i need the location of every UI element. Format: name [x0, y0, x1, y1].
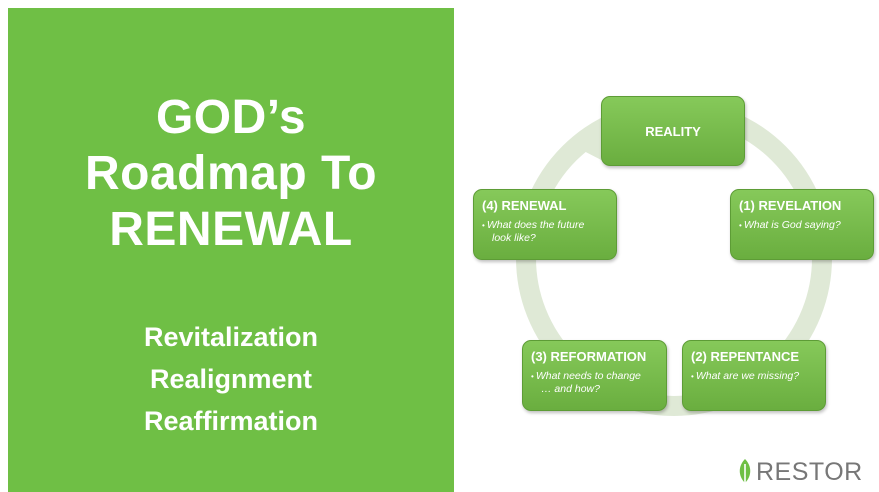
title-line-2: Roadmap To — [84, 147, 378, 200]
subtitle-reaffirmation: Reaffirmation — [143, 406, 319, 436]
leaf-icon — [739, 459, 751, 485]
logo-text: RESTOR — [756, 457, 863, 486]
revelation-question: •What is God saying? — [739, 219, 841, 231]
subtitle-realignment: Realignment — [149, 364, 313, 394]
reformation-question: •What needs to change… and how? — [531, 370, 641, 395]
page-title: GOD’s Roadmap To RENEWAL — [8, 90, 454, 258]
title-panel: GOD’s Roadmap To RENEWAL Revitalization … — [8, 8, 454, 492]
reality-box: REALITY — [601, 96, 745, 166]
repentance-box: (2) REPENTANCE •What are we missing? — [682, 340, 826, 411]
restor-logo: RESTOR — [737, 455, 863, 489]
reality-label: REALITY — [645, 123, 701, 139]
repentance-label: (2) REPENTANCE — [691, 349, 800, 364]
reformation-label: (3) REFORMATION — [531, 349, 647, 364]
bullet-icon: • — [739, 221, 742, 230]
bullet-icon: • — [691, 372, 694, 381]
title-line-3: RENEWAL — [109, 203, 353, 256]
renewal-label: (4) RENEWAL — [482, 198, 567, 213]
title-line-1: GOD’s — [155, 91, 307, 144]
bullet-icon: • — [482, 221, 485, 230]
revelation-box: (1) REVELATION •What is God saying? — [730, 189, 874, 260]
subtitle-revitalization: Revitalization — [143, 322, 319, 352]
revelation-label: (1) REVELATION — [739, 198, 842, 213]
subtitle-list: Revitalization Realignment Reaffirmation — [8, 316, 454, 442]
renewal-cycle-diagram: REALITY (1) REVELATION •What is God sayi… — [454, 0, 879, 492]
repentance-question: •What are we missing? — [691, 370, 800, 382]
reformation-box: (3) REFORMATION •What needs to change… a… — [522, 340, 667, 411]
bullet-icon: • — [531, 372, 534, 381]
